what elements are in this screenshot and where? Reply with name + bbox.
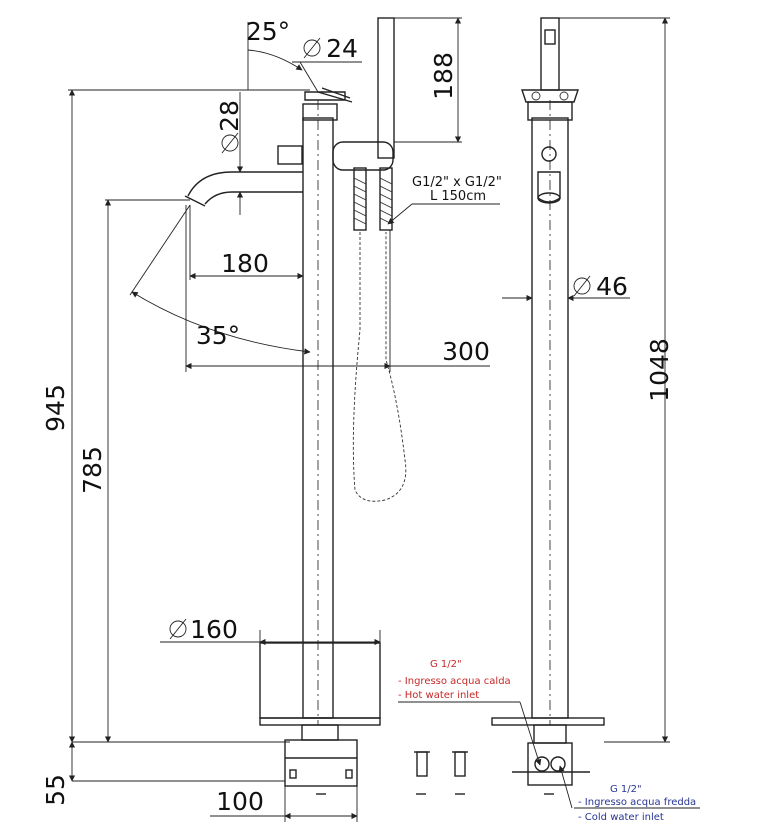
dim-dia-46: 46 [596, 272, 628, 301]
floor-box-front [527, 742, 573, 786]
dim-188: 188 [429, 52, 458, 100]
hand-shower-front [540, 17, 560, 91]
dim-35-deg: 35° [196, 321, 240, 350]
floor-box-side [284, 739, 358, 787]
hot-inlet-thread: G 1/2" [430, 659, 462, 670]
shower-holder [332, 141, 394, 171]
front-view [491, 17, 605, 795]
shower-hose [352, 232, 407, 502]
base-plate-side [259, 642, 381, 719]
dim-785: 785 [78, 446, 107, 494]
hose-note-length: L 150cm [430, 189, 486, 204]
hand-shower [377, 17, 395, 159]
cold-inlet-thread: G 1/2" [610, 784, 642, 795]
loose-connectors [414, 751, 468, 795]
dim-55: 55 [41, 774, 70, 806]
dim-dia-160: 160 [190, 615, 238, 644]
spout [187, 171, 303, 205]
hose-note-thread: G1/2" x G1/2" [412, 175, 502, 190]
dim-dia-28: 28 [215, 100, 244, 132]
dim-945: 945 [41, 384, 70, 432]
dim-dia-24: 24 [326, 34, 358, 63]
cold-inlet-it: - Ingresso acqua fredda [578, 797, 696, 808]
hot-inlet-it: - Ingresso acqua calda [398, 676, 511, 687]
side-view [184, 17, 407, 795]
hot-inlet-en: - Hot water inlet [398, 690, 479, 701]
cold-inlet-en: - Cold water inlet [578, 812, 664, 823]
dim-300: 300 [442, 337, 490, 366]
column-head [302, 103, 338, 121]
dim-180: 180 [221, 249, 269, 278]
dim-100: 100 [216, 787, 264, 816]
dim-1048: 1048 [645, 338, 674, 402]
dim-25-deg: 25° [246, 17, 290, 46]
